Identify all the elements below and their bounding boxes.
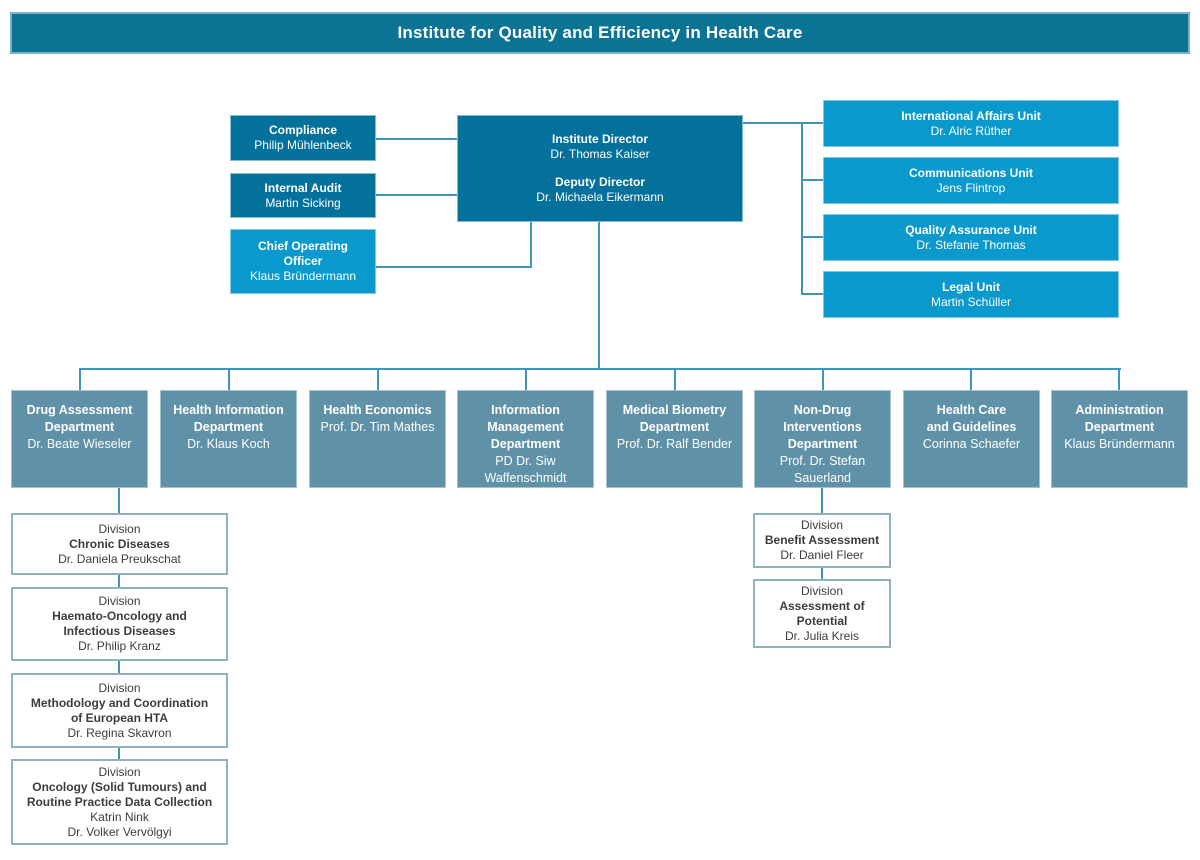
unit-title: Communications Unit bbox=[908, 165, 1033, 180]
internal-audit-title: Internal Audit bbox=[264, 180, 342, 195]
dept-title: Health Care and Guidelines bbox=[926, 403, 1017, 434]
connector-dept-stub-1 bbox=[79, 368, 81, 390]
compliance-person: Philip Mühlenbeck bbox=[254, 138, 352, 152]
box-unit-international-affairs: International Affairs Unit Dr. Alric Rüt… bbox=[823, 100, 1119, 147]
coo-person: Klaus Bründermann bbox=[249, 269, 357, 283]
unit-person: Martin Schüller bbox=[930, 294, 1012, 309]
connector-director-units bbox=[743, 122, 823, 124]
dept-title: Health Economics bbox=[323, 403, 432, 417]
connector-units-vertical bbox=[801, 122, 803, 295]
division-label: Division bbox=[98, 521, 141, 536]
box-division-chronic-diseases: Division Chronic Diseases Dr. Daniela Pr… bbox=[11, 513, 228, 575]
unit-title: Quality Assurance Unit bbox=[905, 222, 1037, 237]
box-unit-communications: Communications Unit Jens Flintrop bbox=[823, 157, 1119, 204]
dept-person: Prof. Dr. Tim Mathes bbox=[320, 420, 435, 434]
division-person: Dr. Daniela Preukschat bbox=[58, 551, 181, 566]
connector-compliance-director bbox=[376, 138, 457, 140]
connector-unit-legal bbox=[801, 293, 823, 295]
dept-title: Medical Biometry Department bbox=[622, 403, 727, 434]
box-chief-operating-officer: Chief Operating Officer Klaus Bründerman… bbox=[230, 229, 376, 294]
box-division-benefit-assessment: Division Benefit Assessment Dr. Daniel F… bbox=[753, 513, 891, 568]
dept-person: Corinna Schaefer bbox=[922, 437, 1021, 451]
connector-departments-horizontal bbox=[79, 368, 1121, 370]
division-title: Benefit Assessment bbox=[764, 533, 880, 547]
box-institute-director: Institute Director Dr. Thomas Kaiser Dep… bbox=[457, 115, 743, 222]
box-dept-non-drug-interventions: Non-Drug Interventions Department Prof. … bbox=[754, 390, 891, 488]
connector-dept-stub-2 bbox=[228, 368, 230, 390]
division-title: Haemato-Oncology and Infectious Diseases bbox=[52, 609, 187, 638]
unit-person: Jens Flintrop bbox=[936, 180, 1006, 195]
division-person: Dr. Regina Skavron bbox=[67, 725, 172, 740]
dept-person: Klaus Bründermann bbox=[1064, 437, 1175, 451]
division-label: Division bbox=[98, 764, 141, 779]
connector-director-departments bbox=[598, 222, 600, 369]
box-division-oncology-solid-tumours: Division Oncology (Solid Tumours) and Ro… bbox=[11, 759, 228, 845]
dept-title: Health Information Department bbox=[173, 403, 284, 434]
unit-title: International Affairs Unit bbox=[901, 108, 1041, 123]
deputy-director-name: Dr. Michaela Eikermann bbox=[536, 190, 664, 204]
connector-dept-stub-5 bbox=[674, 368, 676, 390]
connector-dept-stub-3 bbox=[377, 368, 379, 390]
box-dept-information-management: Information Management Department PD Dr.… bbox=[457, 390, 594, 488]
box-dept-health-information: Health Information Department Dr. Klaus … bbox=[160, 390, 297, 488]
dept-person: Prof. Dr. Stefan Sauerland bbox=[779, 454, 866, 485]
division-title: Methodology and Coordination of European… bbox=[30, 695, 209, 725]
connector-coo-vertical bbox=[530, 222, 532, 268]
connector-dept-stub-8 bbox=[1118, 368, 1120, 390]
unit-person: Dr. Alric Rüther bbox=[930, 123, 1012, 138]
title-banner: Institute for Quality and Efficiency in … bbox=[10, 12, 1190, 54]
connector-audit-director bbox=[376, 194, 457, 196]
connector-dept-stub-6 bbox=[822, 368, 824, 390]
box-division-assessment-of-potential: Division Assessment of Potential Dr. Jul… bbox=[753, 579, 891, 648]
box-dept-drug-assessment: Drug Assessment Department Dr. Beate Wie… bbox=[11, 390, 148, 488]
division-label: Division bbox=[800, 518, 843, 532]
box-unit-quality-assurance: Quality Assurance Unit Dr. Stefanie Thom… bbox=[823, 214, 1119, 261]
dept-title: Information Management Department bbox=[487, 403, 564, 451]
connector-dept-stub-7 bbox=[970, 368, 972, 390]
box-division-haemato-oncology: Division Haemato-Oncology and Infectious… bbox=[11, 587, 228, 661]
box-internal-audit: Internal Audit Martin Sicking bbox=[230, 173, 376, 218]
director-role: Institute Director bbox=[551, 132, 648, 146]
internal-audit-person: Martin Sicking bbox=[265, 195, 341, 210]
division-person: Dr. Julia Kreis bbox=[784, 628, 860, 643]
dept-title: Non-Drug Interventions Department bbox=[783, 403, 862, 451]
connector-dept-stub-4 bbox=[525, 368, 527, 390]
division-label: Division bbox=[98, 680, 141, 695]
dept-title: Administration Department bbox=[1075, 403, 1164, 434]
box-dept-health-economics: Health Economics Prof. Dr. Tim Mathes bbox=[309, 390, 446, 488]
box-unit-legal: Legal Unit Martin Schüller bbox=[823, 271, 1119, 318]
division-title: Assessment of Potential bbox=[779, 598, 865, 628]
division-title: Oncology (Solid Tumours) and Routine Pra… bbox=[26, 779, 213, 809]
dept-person: Dr. Beate Wieseler bbox=[27, 437, 132, 451]
box-division-methodology-european-hta: Division Methodology and Coordination of… bbox=[11, 673, 228, 748]
box-dept-medical-biometry: Medical Biometry Department Prof. Dr. Ra… bbox=[606, 390, 743, 488]
division-person: Katrin Nink bbox=[90, 809, 149, 824]
connector-unit-communications bbox=[801, 179, 823, 181]
unit-title: Legal Unit bbox=[941, 279, 1000, 294]
box-dept-health-care-guidelines: Health Care and Guidelines Corinna Schae… bbox=[903, 390, 1040, 488]
division-label: Division bbox=[800, 583, 843, 598]
box-dept-administration: Administration Department Klaus Bründerm… bbox=[1051, 390, 1188, 488]
unit-person: Dr. Stefanie Thomas bbox=[916, 237, 1026, 252]
dept-title: Drug Assessment Department bbox=[26, 403, 133, 434]
page-title: Institute for Quality and Efficiency in … bbox=[397, 23, 803, 42]
connector-unit-quality bbox=[801, 236, 823, 238]
dept-person: Prof. Dr. Ralf Bender bbox=[616, 437, 733, 451]
division-person: Dr. Philip Kranz bbox=[78, 639, 161, 653]
coo-title: Chief Operating Officer bbox=[257, 239, 348, 268]
dept-person: PD Dr. Siw Waffenschmidt bbox=[484, 454, 567, 485]
compliance-title: Compliance bbox=[268, 123, 337, 137]
division-label: Division bbox=[98, 594, 141, 608]
director-name: Dr. Thomas Kaiser bbox=[550, 147, 650, 161]
connector-coo-horizontal bbox=[376, 266, 532, 268]
box-compliance: Compliance Philip Mühlenbeck bbox=[230, 115, 376, 161]
dept-person: Dr. Klaus Koch bbox=[187, 437, 270, 451]
deputy-director-role: Deputy Director bbox=[554, 175, 646, 189]
division-title: Chronic Diseases bbox=[69, 536, 170, 551]
division-person: Dr. Daniel Fleer bbox=[780, 548, 864, 562]
division-person-2: Dr. Volker Vervölgyi bbox=[67, 824, 172, 839]
